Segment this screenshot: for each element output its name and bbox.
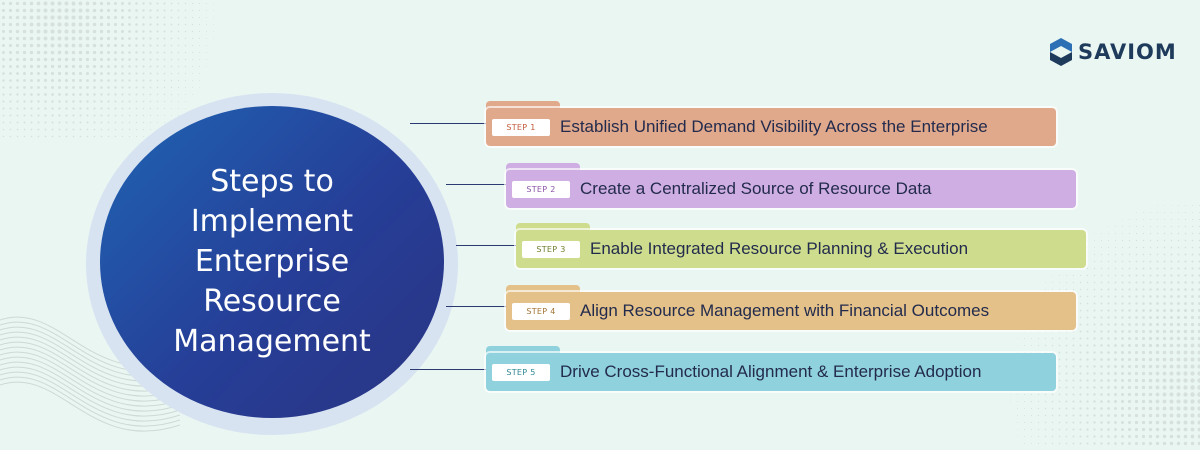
step-5: STEP 5 Drive Cross-Functional Alignment …	[486, 346, 1056, 391]
step-bar: STEP 4 Align Resource Management with Fi…	[506, 292, 1076, 330]
step-label: Create a Centralized Source of Resource …	[580, 179, 932, 198]
dot-pattern-top-left	[1, 1, 214, 138]
connector-step-4	[446, 306, 506, 307]
step-badge: STEP 5	[492, 363, 550, 381]
step-4: STEP 4 Align Resource Management with Fi…	[506, 285, 1076, 330]
dot-pattern-right	[1010, 205, 1200, 446]
diagram-title: Steps to Implement Enterprise Resource M…	[173, 164, 371, 359]
step-bar: STEP 3 Enable Integrated Resource Planni…	[516, 230, 1086, 268]
brand-name: SAVIOM	[1078, 40, 1177, 64]
step-label: Drive Cross-Functional Alignment & Enter…	[560, 362, 982, 381]
step-bar: STEP 2 Create a Centralized Source of Re…	[506, 170, 1076, 208]
connector-step-3	[456, 245, 516, 246]
step-badge: STEP 1	[492, 118, 550, 136]
step-badge: STEP 3	[522, 240, 580, 258]
step-2: STEP 2 Create a Centralized Source of Re…	[506, 163, 1076, 208]
wave-lines-bottom-left	[0, 316, 180, 432]
step-bar: STEP 1 Establish Unified Demand Visibili…	[486, 108, 1056, 146]
connector-step-1	[410, 123, 486, 124]
step-bar: STEP 5 Drive Cross-Functional Alignment …	[486, 353, 1056, 391]
saviom-logo: SAVIOM	[1050, 38, 1177, 66]
step-label: Establish Unified Demand Visibility Acro…	[560, 117, 988, 136]
connector-step-2	[446, 184, 506, 185]
step-label: Enable Integrated Resource Planning & Ex…	[590, 239, 969, 258]
step-1: STEP 1 Establish Unified Demand Visibili…	[486, 101, 1056, 146]
center-circle: Steps to Implement Enterprise Resource M…	[100, 106, 444, 418]
step-badge: STEP 2	[512, 180, 570, 198]
step-3: STEP 3 Enable Integrated Resource Planni…	[516, 223, 1086, 268]
step-badge: STEP 4	[512, 302, 570, 320]
connector-step-5	[410, 369, 486, 370]
step-label: Align Resource Management with Financial…	[580, 301, 990, 320]
saviom-logo-icon	[1050, 38, 1072, 66]
